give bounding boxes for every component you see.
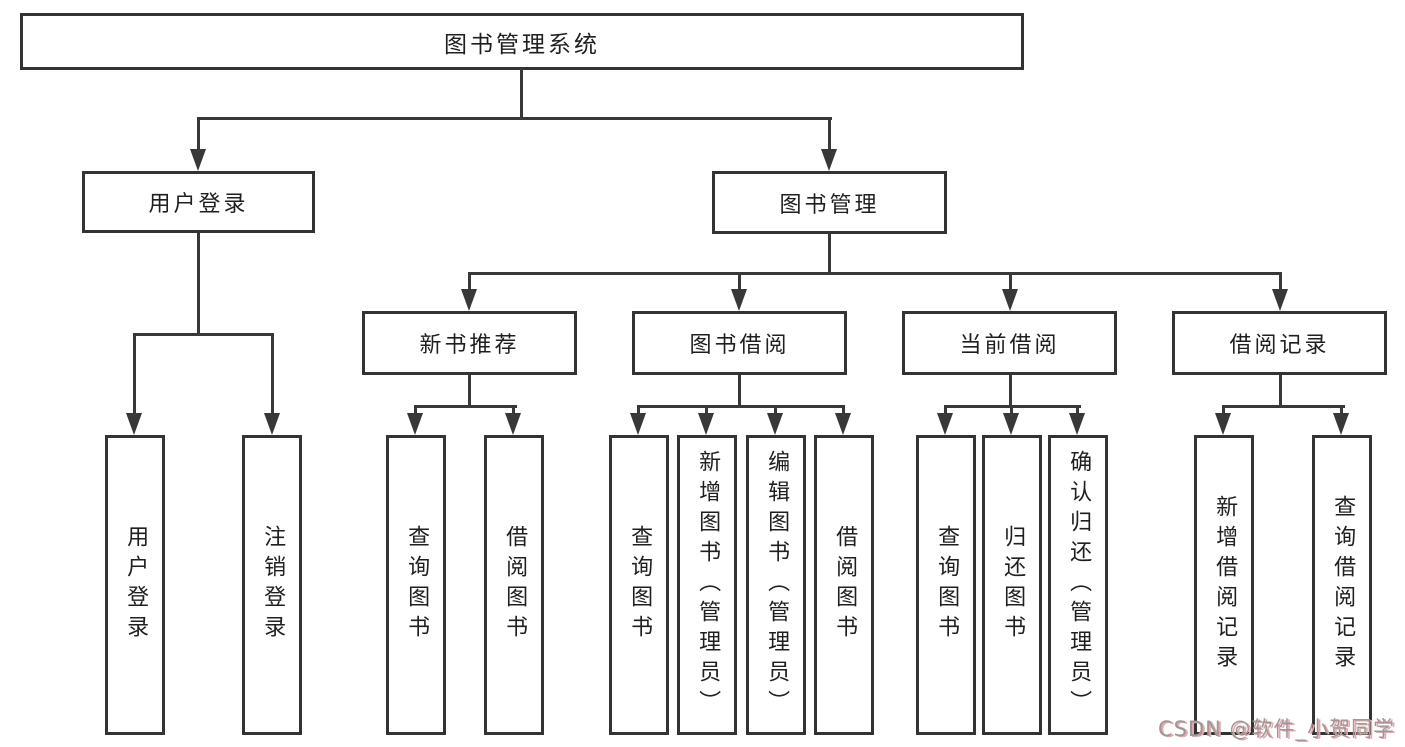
- connector-line: [738, 375, 741, 407]
- arrow-down-icon: [630, 413, 646, 435]
- node-user-login: 用户登录: [82, 171, 315, 233]
- connector-line: [197, 117, 832, 120]
- connector-line: [774, 405, 777, 417]
- connector-line: [828, 234, 831, 272]
- arrow-down-icon: [126, 413, 142, 435]
- arrow-down-icon: [1272, 289, 1288, 311]
- leaf-user-login: 用户登录: [105, 435, 165, 735]
- leaf-label: 确认归还（管理员）: [1066, 450, 1092, 720]
- connector-line: [271, 333, 274, 415]
- leaf-label: 新增图书（管理员）: [695, 450, 721, 720]
- node-new-book-recommendation: 新书推荐: [362, 311, 577, 375]
- arrow-down-icon: [835, 413, 851, 435]
- arrow-down-icon: [1215, 413, 1231, 435]
- connector-line: [637, 405, 845, 408]
- leaf-label: 新增借阅记录: [1212, 495, 1238, 675]
- connector-line: [414, 405, 517, 408]
- connector-line: [1010, 405, 1013, 417]
- arrow-down-icon: [505, 413, 521, 435]
- connector-line: [637, 405, 640, 417]
- connector-line: [705, 405, 708, 417]
- connector-line: [842, 405, 845, 417]
- arrow-down-icon: [1003, 413, 1019, 435]
- leaf-edit-book-admin: 编辑图书（管理员）: [746, 435, 806, 735]
- leaf-label: 查询图书: [627, 525, 653, 645]
- leaf-query-books-current: 查询图书: [916, 435, 976, 735]
- leaf-label: 查询图书: [404, 525, 430, 645]
- connector-line: [414, 405, 417, 417]
- node-book-management: 图书管理: [712, 171, 947, 234]
- arrow-down-icon: [698, 413, 714, 435]
- node-book-borrowing: 图书借阅: [632, 311, 847, 375]
- connector-line: [197, 117, 200, 153]
- leaf-borrow-books-borrowing: 借阅图书: [814, 435, 874, 735]
- leaf-label: 注销登录: [260, 525, 286, 645]
- connector-line: [1222, 405, 1345, 408]
- leaf-label: 借阅图书: [832, 525, 858, 645]
- arrow-down-icon: [821, 149, 837, 171]
- connector-line: [520, 68, 523, 118]
- leaf-label: 用户登录: [123, 525, 149, 645]
- connector-line: [1279, 272, 1282, 292]
- connector-line: [944, 405, 947, 417]
- arrow-down-icon: [1002, 289, 1018, 311]
- csdn-watermark: CSDN @软件_小贺同学: [1157, 717, 1395, 741]
- arrow-down-icon: [407, 413, 423, 435]
- connector-line: [1009, 272, 1012, 292]
- connector-line: [468, 375, 471, 407]
- leaf-query-books-recommend: 查询图书: [386, 435, 446, 735]
- node-library-management-system: 图书管理系统: [20, 13, 1024, 70]
- connector-line: [197, 233, 200, 335]
- leaf-query-borrow-record: 查询借阅记录: [1312, 435, 1372, 735]
- arrow-down-icon: [190, 149, 206, 171]
- connector-line: [1009, 375, 1012, 407]
- connector-line: [1222, 405, 1225, 417]
- connector-line: [828, 117, 831, 153]
- leaf-confirm-return-admin: 确认归还（管理员）: [1048, 435, 1108, 735]
- leaf-add-borrow-record: 新增借阅记录: [1194, 435, 1254, 735]
- connector-line: [1076, 405, 1079, 417]
- arrow-down-icon: [1069, 413, 1085, 435]
- connector-line: [1279, 375, 1282, 407]
- leaf-add-book-admin: 新增图书（管理员）: [677, 435, 737, 735]
- node-borrowing-records: 借阅记录: [1172, 311, 1387, 375]
- leaf-label: 编辑图书（管理员）: [764, 450, 790, 720]
- leaf-label: 查询图书: [934, 525, 960, 645]
- leaf-borrow-books-recommend: 借阅图书: [484, 435, 544, 735]
- leaf-label: 查询借阅记录: [1330, 495, 1356, 675]
- connector-line: [133, 333, 136, 415]
- connector-line: [468, 272, 1282, 275]
- leaf-label: 借阅图书: [502, 525, 528, 645]
- connector-line: [1340, 405, 1343, 417]
- arrow-down-icon: [264, 413, 280, 435]
- node-current-borrowing: 当前借阅: [902, 311, 1117, 375]
- leaf-logout: 注销登录: [242, 435, 302, 735]
- arrow-down-icon: [461, 289, 477, 311]
- connector-line: [133, 333, 274, 336]
- arrow-down-icon: [1333, 413, 1349, 435]
- connector-line: [468, 272, 471, 292]
- leaf-label: 归还图书: [1000, 525, 1026, 645]
- arrow-down-icon: [731, 289, 747, 311]
- leaf-return-books: 归还图书: [982, 435, 1042, 735]
- connector-line: [512, 405, 515, 417]
- leaf-query-books-borrowing: 查询图书: [609, 435, 669, 735]
- arrow-down-icon: [767, 413, 783, 435]
- connector-line: [738, 272, 741, 292]
- arrow-down-icon: [937, 413, 953, 435]
